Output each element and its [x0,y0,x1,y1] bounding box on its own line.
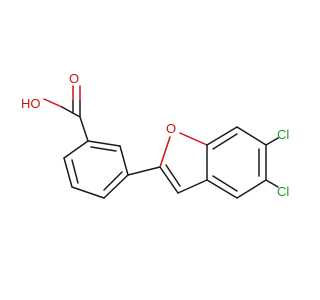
bf-bond-4 [236,179,267,199]
carbonyl-oxygen-label: O [69,71,79,86]
benzene-bond-6 [87,140,121,147]
furan-double-c2-c3 [165,164,181,187]
bond-aryl-aryl [127,166,161,176]
furan-bond-o-c7a [179,132,208,146]
benzene-bond-2 [63,157,73,188]
furan-oxygen-label: O [166,121,176,136]
benzene-bond-1 [63,140,89,159]
benzene-bond-4 [103,174,129,199]
furan-bond-c3-c2 [159,166,179,194]
bf-double-1 [212,133,238,150]
bond-carboxyl-ring [79,116,89,142]
bf-bond-1 [206,126,238,146]
bf-double-3 [212,175,238,192]
chlorine-label-2: Cl [277,184,289,199]
furan-ring [159,132,208,194]
benzene-bond-3 [71,186,105,199]
bf-bond-5 [206,179,238,199]
benzene-double-2 [103,171,123,191]
chlorine-label-1: Cl [277,127,289,142]
hydroxyl-label: HO [21,96,41,111]
bond-c-oh [43,98,63,108]
furan-bond-c3a-c3 [177,179,208,194]
carboxyl-group [43,85,81,118]
benzene-ring [63,116,129,199]
benzofuran-benzene-ring [206,126,267,199]
structure-diagram: HO O O Cl Cl [21,71,289,199]
bond-c-oh-carbon [61,106,81,118]
benzene-double-1 [71,159,79,184]
bond-c-cl1 [265,137,279,146]
bf-bond-2 [236,126,267,146]
furan-bond-c2-o [159,136,171,168]
benzene-bond-5 [119,145,129,176]
benzene-double-3 [90,146,117,152]
bond-c-cl2 [265,179,279,188]
